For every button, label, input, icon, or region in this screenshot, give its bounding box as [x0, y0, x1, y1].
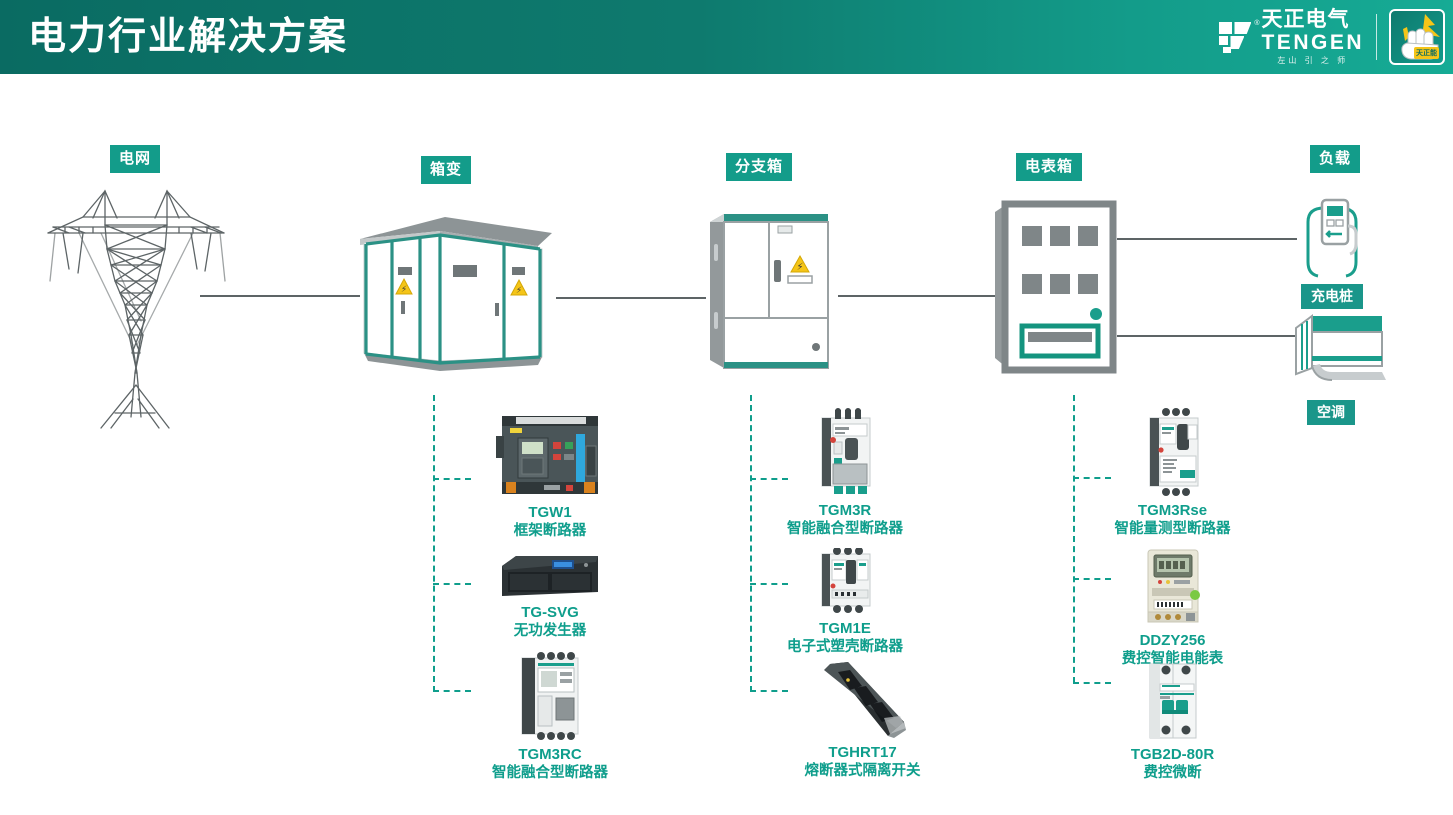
load-label-air-conditioner: 空调: [1307, 400, 1355, 425]
product-desc: 电子式塑壳断路器: [787, 639, 903, 655]
warning-triangle-icon: ⚡: [790, 254, 810, 273]
product-desc: 智能融合型断路器: [787, 521, 903, 537]
product-image-smart-breaker: [521, 652, 579, 740]
product-code: TGM1E: [819, 620, 871, 637]
svg-text:⚡: ⚡: [401, 284, 407, 294]
load-label-ev-charger: 充电桩: [1301, 284, 1363, 309]
dash-branch-col2-3: [750, 690, 788, 692]
dash-trunk-col3: [1073, 395, 1075, 683]
product-image-mccb: [821, 408, 871, 494]
product-image-svg-generator: [502, 556, 598, 596]
product-code: TG-SVG: [521, 604, 579, 621]
product-tgb2d-80r: TGB2D-80R 费控微断: [1090, 660, 1255, 783]
stage-label-box-substation: 箱变: [421, 156, 472, 184]
product-tgm1e: TGM1E 电子式塑壳断路器: [765, 548, 925, 657]
meter-box-illustration: [995, 200, 1117, 374]
product-image-smart-meter: [1147, 549, 1200, 623]
product-code: TGHRT17: [828, 744, 897, 761]
product-tgm3r: TGM3R 智能融合型断路器: [765, 408, 925, 539]
connector-branch-to-meter: [838, 295, 996, 297]
dash-trunk-col2: [750, 395, 752, 692]
connector-meter-to-ac: [1117, 335, 1297, 337]
product-code: TGM3Rse: [1137, 502, 1208, 519]
product-tgm3rse: TGM3Rse 智能量测型断路器: [1090, 408, 1255, 539]
dash-branch-col3-2: [1073, 578, 1111, 580]
connector-meter-to-charger: [1117, 238, 1297, 240]
logo-divider: [1376, 14, 1377, 60]
registered-mark: ®: [1254, 20, 1260, 27]
product-ddzy256: DDZY256 费控智能电能表: [1090, 548, 1255, 669]
tengen-power-badge: 天正能: [1389, 9, 1445, 65]
product-image-fuse-switch: [823, 662, 906, 738]
stage-label-power-grid: 电网: [110, 145, 161, 173]
product-image-frame-breaker: [496, 416, 598, 494]
product-desc: 智能量测型断路器: [1114, 521, 1231, 537]
dash-branch-col3-3: [1073, 682, 1111, 684]
indicator-dot: [1090, 308, 1102, 320]
stage-label-meter-box: 电表箱: [1016, 153, 1083, 181]
product-code: TGB2D-80R: [1130, 746, 1215, 763]
product-tghrt17: TGHRT17 熔断器式隔离开关: [775, 660, 950, 781]
connector-grid-to-substation: [200, 295, 360, 297]
brand-text: 天正电气 TENGEN 左山 引 之 师: [1261, 9, 1364, 65]
product-code: TGM3RC: [518, 746, 582, 763]
dash-branch-col2-1: [750, 478, 788, 480]
product-tgw1: TGW1 框架断路器: [470, 412, 630, 541]
warning-triangle-icon-2: ⚡: [510, 278, 528, 296]
air-conditioner-icon: [1295, 314, 1386, 381]
product-image-metering-breaker: [1149, 408, 1198, 496]
tengen-squares-icon: ®: [1219, 20, 1259, 53]
product-image-electronic-mccb: [821, 548, 871, 613]
badge-word: 天正能: [1414, 47, 1439, 59]
dash-trunk-col1: [433, 395, 435, 692]
box-substation-illustration: ⚡ ⚡: [360, 217, 552, 371]
product-desc: 智能融合型断路器: [492, 765, 608, 781]
product-desc: 费控微断: [1143, 765, 1202, 781]
product-desc: 框架断路器: [513, 523, 587, 539]
svg-text:⚡: ⚡: [516, 285, 522, 295]
product-desc: 费控智能电能表: [1121, 651, 1224, 667]
page-title: 电力行业解决方案: [28, 16, 349, 58]
product-desc: 熔断器式隔离开关: [804, 763, 921, 779]
product-tgm3rc: TGM3RC 智能融合型断路器: [470, 650, 630, 783]
product-desc: 无功发生器: [513, 623, 587, 639]
product-code: TGW1: [528, 504, 572, 521]
dash-branch-col1-1: [433, 478, 471, 480]
product-code: TGM3R: [818, 502, 872, 519]
dash-branch-col2-2: [750, 583, 788, 585]
dash-branch-col1-2: [433, 583, 471, 585]
stage-label-load: 负载: [1310, 145, 1361, 173]
warning-triangle-icon: ⚡: [395, 277, 413, 295]
brand-logo: ® 天正电气 TENGEN 左山 引 之 师: [1219, 4, 1445, 70]
svg-text:⚡: ⚡: [796, 262, 803, 273]
brand-name-en: TENGEN: [1261, 31, 1364, 54]
branch-box-illustration: ⚡: [710, 214, 829, 369]
ev-charger-icon: [1306, 198, 1358, 278]
page-header: 电力行业解决方案 ® 天正电气 TENGEN 左山 引 之 师: [0, 0, 1453, 74]
product-tg-svg: TG-SVG 无功发生器: [470, 552, 630, 641]
product-code: DDZY256: [1139, 632, 1206, 649]
connector-substation-to-branch: [556, 297, 706, 299]
brand-name-cn: 天正电气: [1261, 8, 1350, 31]
product-image-mcb: [1149, 663, 1196, 739]
stage-label-branch-box: 分支箱: [726, 153, 793, 181]
transmission-tower-illustration: [47, 189, 226, 429]
dash-branch-col3-1: [1073, 477, 1111, 479]
dash-branch-col1-3: [433, 690, 471, 692]
brand-tagline: 左山 引 之 师: [1277, 56, 1349, 65]
